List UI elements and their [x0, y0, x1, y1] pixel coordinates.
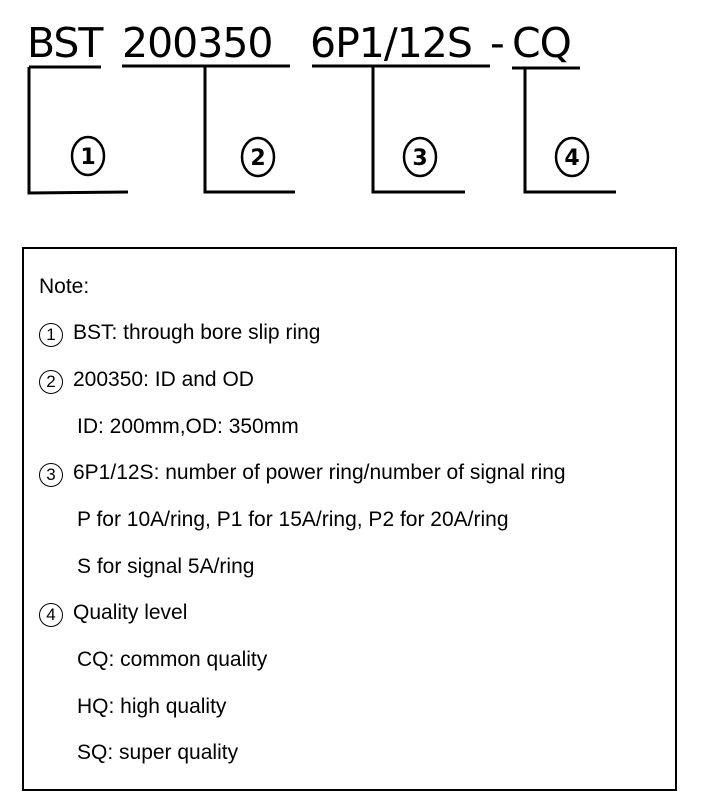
- marker-1: 1: [39, 323, 63, 347]
- note-sub: S for signal 5A/ring: [77, 555, 255, 578]
- marker-1: 1: [70, 135, 106, 177]
- note-item-3: 3 6P1/12S: number of power ring/number of…: [39, 461, 566, 487]
- brackets: [27, 64, 616, 195]
- marker-4: 4: [39, 603, 63, 627]
- code-breakdown-diagram: BST 200350 6P1/12S - CQ 1 2 3 4: [27, 19, 616, 195]
- svg-text:4: 4: [564, 146, 579, 171]
- note-sub: SQ: super quality: [77, 741, 239, 764]
- note-item-1: 1 BST: through bore slip ring: [39, 321, 320, 347]
- svg-text:1: 1: [80, 145, 95, 170]
- code-part-rings: 6P1/12S: [310, 19, 472, 67]
- note-item-4: 4 Quality level: [39, 601, 187, 627]
- note-sub: P for 10A/ring, P1 for 15A/ring, P2 for …: [77, 508, 509, 531]
- note-text: Quality level: [73, 601, 188, 624]
- svg-text:3: 3: [412, 146, 427, 171]
- marker-4: 4: [554, 136, 590, 178]
- code-part-size: 200350: [122, 19, 273, 67]
- svg-text:2: 2: [250, 146, 265, 171]
- marker-3: 3: [39, 463, 63, 487]
- note-item-2: 2 200350: ID and OD: [39, 368, 254, 394]
- code-part-series: BST: [27, 19, 104, 67]
- note-text: 6P1/12S: number of power ring/number of …: [73, 461, 566, 484]
- note-sub: HQ: high quality: [77, 695, 227, 718]
- note-box: Note: 1 BST: through bore slip ring 2 2003…: [22, 247, 677, 791]
- marker-2: 2: [240, 136, 276, 178]
- code-part-dash: -: [490, 19, 504, 67]
- code-part-quality: CQ: [512, 19, 571, 67]
- note-text: BST: through bore slip ring: [73, 321, 321, 344]
- note-text: 200350: ID and OD: [73, 368, 254, 391]
- note-sub: CQ: common quality: [77, 648, 268, 671]
- marker-2: 2: [39, 370, 63, 394]
- marker-3: 3: [402, 136, 438, 178]
- note-title: Note:: [39, 275, 90, 298]
- note-sub: ID: 200mm,OD: 350mm: [77, 415, 299, 438]
